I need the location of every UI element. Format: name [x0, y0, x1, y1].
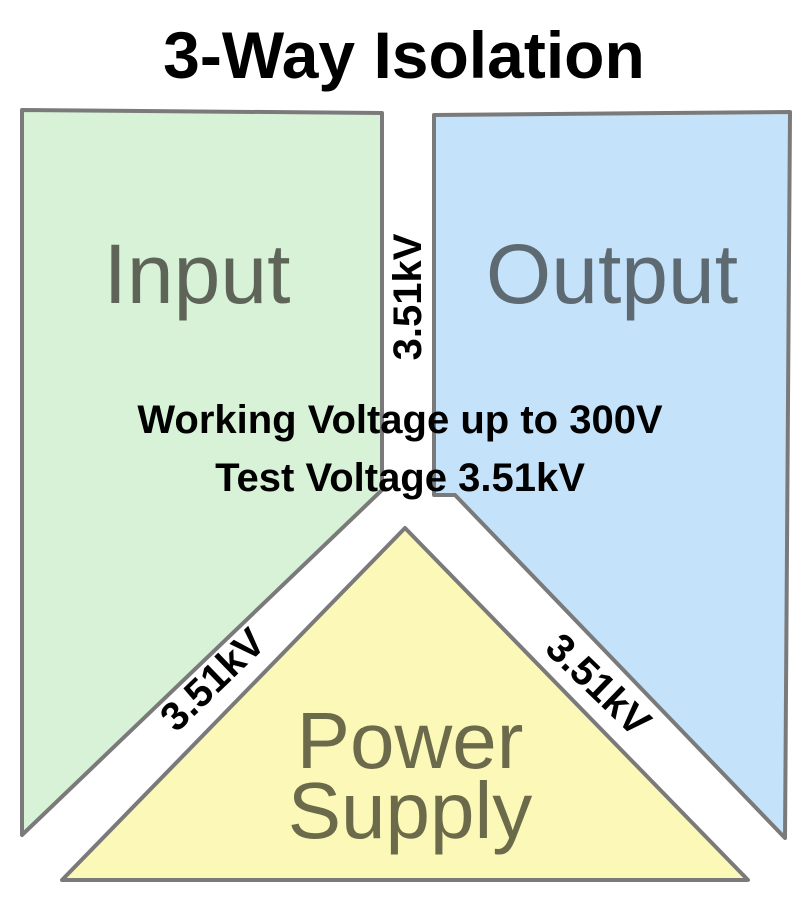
test-voltage-text: Test Voltage 3.51kV [215, 456, 585, 500]
power-supply-label-line2: Supply [288, 766, 533, 855]
output-label: Output [486, 227, 738, 321]
working-voltage-text: Working Voltage up to 300V [137, 398, 663, 442]
power-supply-block [60, 526, 750, 882]
input-label: Input [104, 227, 291, 321]
barrier-label-input-output: 3.51kV [386, 233, 430, 360]
power-supply-label-line1: Power [297, 696, 524, 785]
diagram-title: 3-Way Isolation [163, 18, 645, 92]
output-block [432, 110, 792, 840]
input-block [20, 108, 384, 837]
